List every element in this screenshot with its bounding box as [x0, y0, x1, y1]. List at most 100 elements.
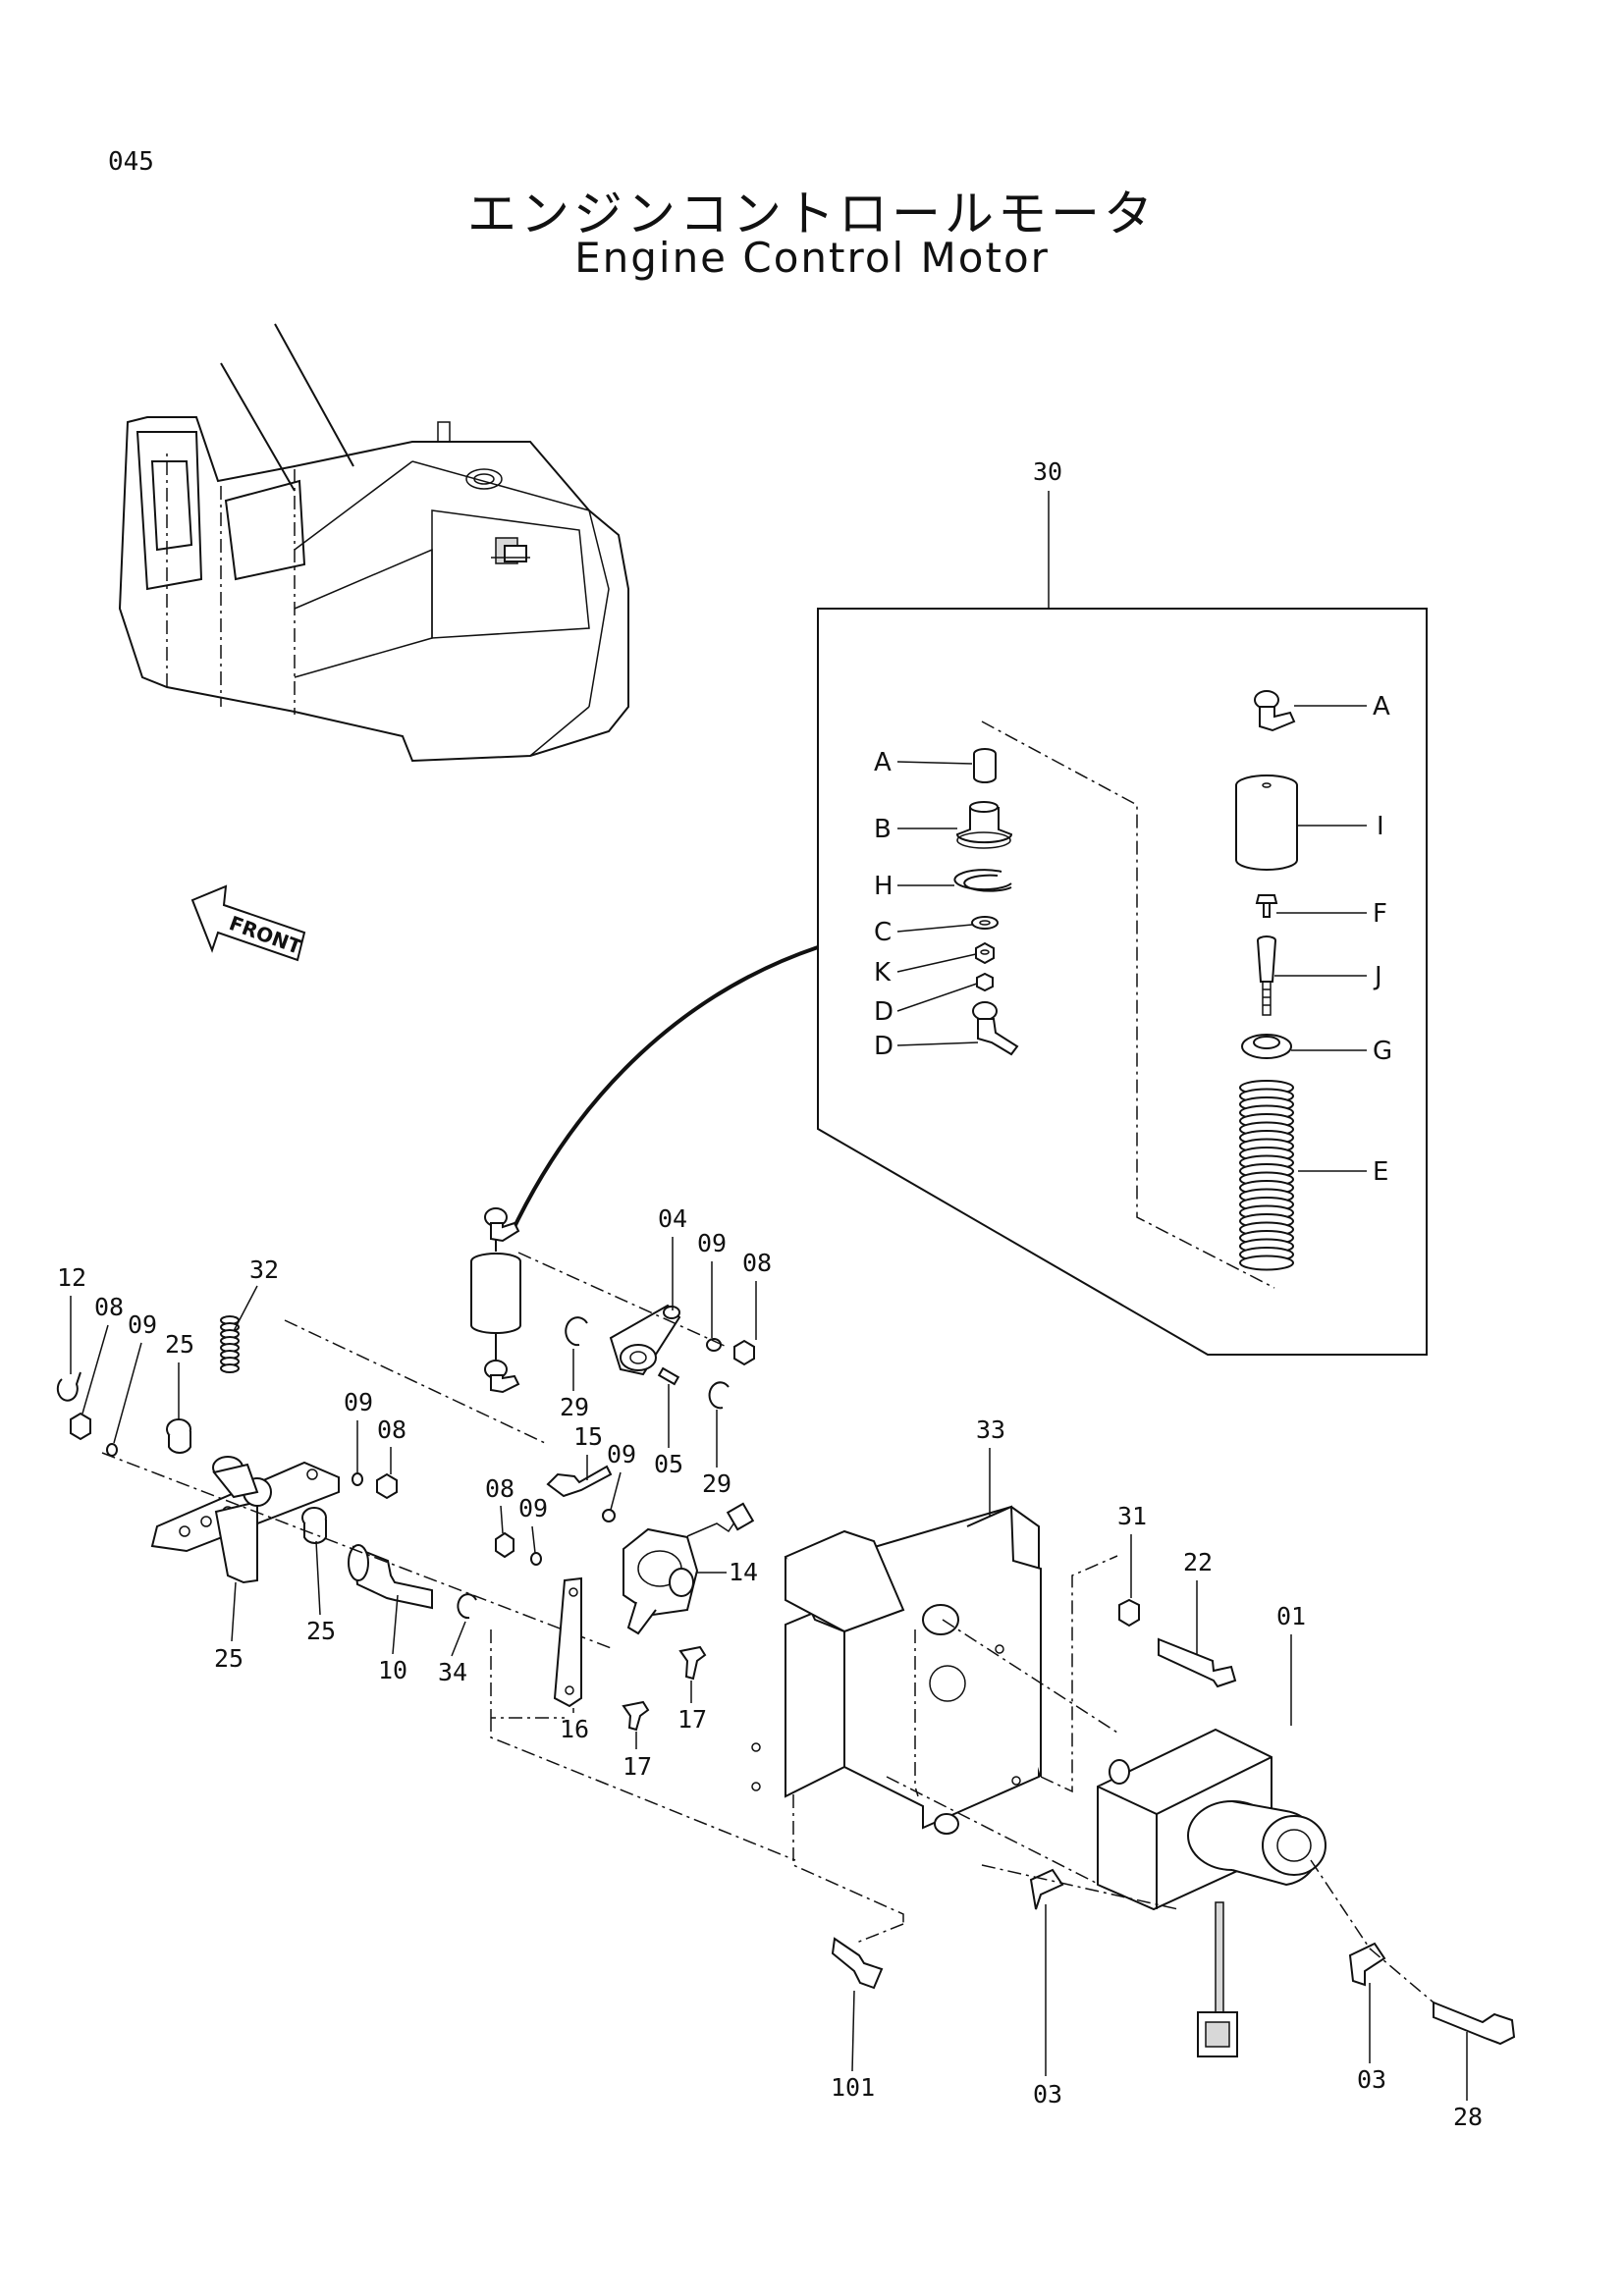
- part-k-washer: [971, 916, 999, 930]
- snap-ring-34: [457, 1593, 477, 1620]
- callout-09-left: 09: [128, 1310, 157, 1339]
- callout-22: 22: [1183, 1548, 1213, 1576]
- detail-box-30: 30: [817, 457, 1428, 1356]
- part-c-snap-ring: [953, 869, 1012, 892]
- bushing-25-lower: [301, 1507, 327, 1544]
- bushing-25-upper: [166, 1418, 191, 1454]
- front-arrow: FRONT: [190, 884, 306, 962]
- callout-h: B: [874, 815, 892, 844]
- callout-03-left: 03: [1033, 2080, 1062, 2109]
- callout-17-lower: 17: [623, 1752, 652, 1781]
- callout-04: 04: [658, 1204, 687, 1233]
- screw-17-upper: [678, 1645, 707, 1681]
- part-e-spring: [1239, 1080, 1294, 1271]
- callout-a-upper: A: [1373, 692, 1390, 721]
- bracket-16: [553, 1576, 582, 1708]
- callout-12: 12: [57, 1263, 86, 1292]
- callout-14: 14: [729, 1558, 758, 1586]
- callout-c: H: [874, 872, 893, 901]
- callout-17-upper: 17: [677, 1705, 707, 1734]
- washer-09-sensor: [602, 1509, 616, 1522]
- spring-32: [220, 1315, 240, 1373]
- callout-28: 28: [1453, 2103, 1483, 2131]
- callout-34: 34: [438, 1658, 467, 1686]
- callout-33: 33: [976, 1415, 1005, 1444]
- part-h-cap: [955, 801, 1013, 849]
- part-g-retainer: [1241, 1034, 1292, 1059]
- motor-location-marker: [491, 537, 530, 564]
- nut-08-left: [70, 1412, 91, 1441]
- excavator-overview: [118, 323, 629, 763]
- sensor-14: [623, 1502, 755, 1635]
- part-i-housing: [1235, 774, 1298, 871]
- callout-31: 31: [1117, 1502, 1147, 1530]
- washer-09-small: [530, 1552, 542, 1566]
- detail-link-curve: [509, 945, 819, 1236]
- part-a-ball-joint-upper: [1254, 690, 1296, 732]
- motor-01: [1097, 1728, 1326, 2057]
- bolt-101: [831, 1937, 884, 1990]
- callout-10: 10: [378, 1656, 407, 1684]
- callout-d-lower: D: [874, 997, 893, 1027]
- callout-08-sensor: 08: [485, 1474, 514, 1503]
- callout-25-mid: 25: [306, 1617, 336, 1645]
- clip-12: [56, 1371, 81, 1402]
- callout-f: F: [1373, 899, 1387, 929]
- callout-25-upper: 25: [165, 1330, 194, 1359]
- bolt-22: [1158, 1637, 1237, 1688]
- callout-25-lower: 25: [214, 1644, 244, 1673]
- nut-08-upper: [733, 1339, 755, 1366]
- callout-32: 32: [249, 1255, 279, 1284]
- clamp-03-left: [1029, 1868, 1064, 1910]
- callout-08-upper: 08: [742, 1249, 772, 1277]
- bracket-33: [751, 1505, 1042, 1835]
- part-a-ball-joint-lower: [972, 1001, 1019, 1056]
- snap-ring-29-upper: [565, 1316, 588, 1347]
- bolt-28: [1433, 2001, 1516, 2046]
- callout-i: I: [1377, 812, 1384, 841]
- callout-k: C: [874, 918, 892, 947]
- callout-29-lower: 29: [702, 1469, 731, 1498]
- damper-assembly: [470, 1207, 521, 1394]
- callout-j: J: [1373, 962, 1382, 991]
- callout-16: 16: [560, 1715, 589, 1743]
- callout-15: 15: [573, 1422, 603, 1451]
- page-number: 045: [108, 147, 154, 177]
- spring-coil: [220, 1363, 240, 1373]
- spring-coil: [1239, 1255, 1294, 1271]
- callout-09-mid: 09: [344, 1388, 373, 1416]
- callout-g: G: [1373, 1037, 1392, 1066]
- callout-a-lower: D: [874, 1032, 893, 1061]
- callout-29-upper: 29: [560, 1393, 589, 1421]
- washer-09-left: [106, 1443, 118, 1457]
- callout-01: 01: [1276, 1602, 1306, 1630]
- callout-08-mid: 08: [377, 1415, 406, 1444]
- nut-08-sensor: [495, 1531, 514, 1559]
- bolt-15: [546, 1465, 613, 1498]
- callout-b: A: [874, 748, 892, 777]
- lever-assembly-25: [150, 1456, 340, 1584]
- detail-callouts: A B H C K D D A I F J G E: [874, 692, 1392, 1187]
- callout-09-sensor: 09: [607, 1440, 636, 1468]
- callout-30: 30: [1033, 457, 1062, 486]
- main-callouts: 01 03 03 04 05 08 08 08 08 09 09 09 09 0…: [57, 1204, 1483, 2131]
- callout-101: 101: [831, 2073, 875, 2102]
- part-j-rod: [1257, 935, 1276, 1016]
- nut-31: [1118, 1598, 1140, 1628]
- lever-04: [609, 1304, 681, 1376]
- part-b-bushing: [973, 748, 997, 783]
- page-title-japanese: エンジンコントロールモータ: [467, 186, 1157, 242]
- callout-05: 05: [654, 1450, 683, 1478]
- page-title-english: Engine Control Motor: [574, 234, 1050, 282]
- callout-09-upper: 09: [697, 1229, 727, 1257]
- washer-09-mid: [352, 1472, 363, 1486]
- nut-08-mid: [376, 1472, 398, 1500]
- part-d-nut-upper: [975, 941, 995, 965]
- part-f-screw: [1255, 894, 1278, 918]
- callout-d-upper: K: [874, 958, 892, 988]
- callout-e: E: [1373, 1157, 1388, 1187]
- callout-09-small: 09: [518, 1494, 548, 1522]
- snap-ring-29-lower: [708, 1381, 730, 1410]
- callout-08-left: 08: [94, 1293, 124, 1321]
